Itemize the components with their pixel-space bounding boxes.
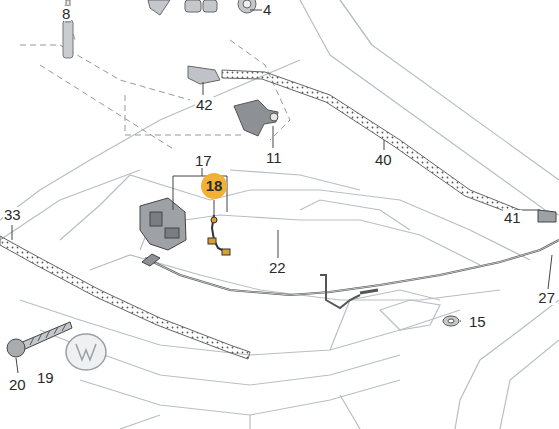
callout-number: 42 (195, 97, 214, 112)
callout-number: 22 (268, 260, 287, 275)
callout-number: 27 (537, 290, 556, 305)
callout-number: 19 (36, 370, 55, 385)
callout-number: 15 (468, 314, 487, 329)
callout-number: 41 (503, 210, 522, 225)
screw (7, 322, 72, 357)
callout-number: 8 (61, 6, 71, 21)
callout-number: 20 (8, 377, 27, 392)
callout-number: 33 (3, 207, 22, 222)
highlighted-callout-number: 18 (201, 173, 227, 199)
callout-number: 40 (374, 152, 393, 167)
callout-number: 4 (262, 2, 272, 17)
callout-number: 17 (194, 153, 213, 168)
callout-number: 11 (265, 150, 283, 165)
bolts-top (185, 0, 256, 13)
